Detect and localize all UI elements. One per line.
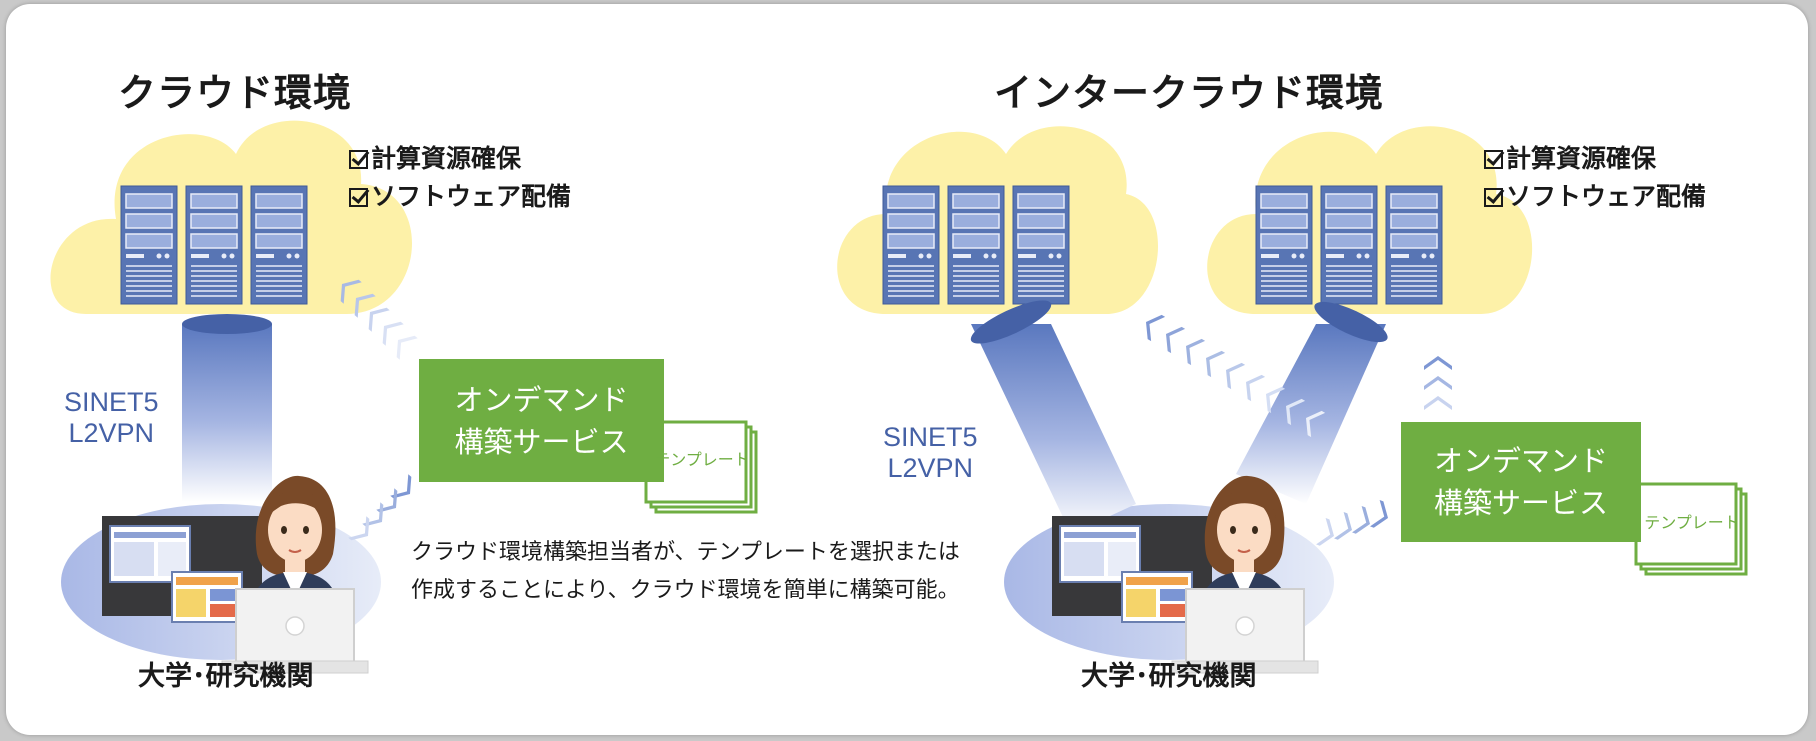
left-checklist-item: 計算資源確保 — [349, 140, 571, 178]
left-service-box: オンデマンド 構築サービス — [419, 359, 664, 482]
right-network-label: SINET5 L2VPN — [883, 422, 978, 484]
diagram-frame: クラウド環境 計算資源確保 ソフトウェア配備 SINET5 L2VPN オンデマ… — [6, 4, 1808, 735]
right-checklist-item: 計算資源確保 — [1484, 140, 1706, 178]
caption: クラウド環境構築担当者が、テンプレートを選択または 作成することにより、クラウド… — [411, 534, 960, 610]
left-network-label: SINET5 L2VPN — [64, 387, 159, 449]
checkbox-icon — [349, 188, 368, 207]
left-institution-label: 大学･研究機関 — [138, 661, 314, 692]
left-panel-title: クラウド環境 — [118, 71, 353, 115]
diagram-artwork — [50, 120, 1748, 674]
right-server-rack-b-icon — [1255, 185, 1443, 305]
checkbox-icon — [1484, 188, 1503, 207]
right-service-box: オンデマンド 構築サービス — [1401, 422, 1641, 542]
left-template-label: テンプレート — [654, 450, 750, 469]
service-label-line: オンデマンド — [1433, 444, 1608, 478]
left-server-rack-icon — [120, 185, 308, 305]
service-label-line: オンデマンド — [454, 382, 629, 417]
left-out-arrows-icon — [348, 474, 419, 547]
caption-line: クラウド環境構築担当者が、テンプレートを選択または — [411, 540, 960, 565]
right-network-tube-a — [970, 300, 1136, 534]
left-checklist: 計算資源確保 ソフトウェア配備 — [349, 140, 571, 216]
right-out-arrows-icon — [1316, 500, 1393, 550]
service-label-line: 構築サービス — [1433, 486, 1608, 520]
right-up-arrows-icon — [1424, 356, 1452, 410]
right-network-tube-b — [1236, 301, 1388, 504]
network-label-line: SINET5 — [883, 422, 978, 452]
right-template-label: テンプレート — [1644, 513, 1740, 532]
left-checklist-item: ソフトウェア配備 — [349, 178, 571, 216]
checkbox-icon — [349, 150, 368, 169]
right-institution-label: 大学･研究機関 — [1081, 661, 1257, 692]
right-checklist: 計算資源確保 ソフトウェア配備 — [1484, 140, 1706, 216]
network-label-line: L2VPN — [68, 418, 155, 448]
right-panel-title: インタークラウド環境 — [994, 71, 1385, 115]
left-network-tube — [182, 314, 272, 502]
network-label-line: L2VPN — [887, 453, 974, 483]
right-server-rack-a-icon — [882, 185, 1070, 305]
right-checklist-item: ソフトウェア配備 — [1484, 178, 1706, 216]
service-label-line: 構築サービス — [454, 424, 629, 459]
checkbox-icon — [1484, 150, 1503, 169]
network-label-line: SINET5 — [64, 387, 159, 417]
caption-line: 作成することにより、クラウド環境を簡単に構築可能。 — [411, 578, 960, 603]
